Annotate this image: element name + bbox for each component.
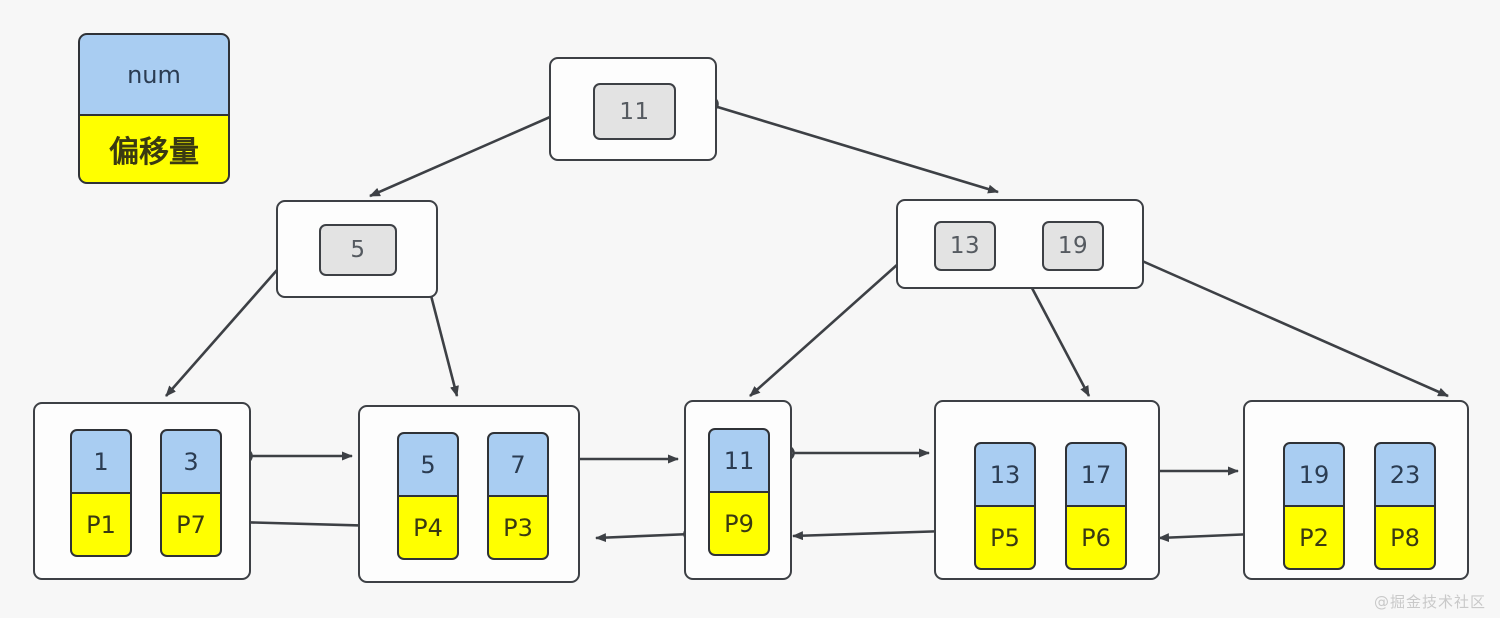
root-node[interactable]: 11 [549,57,717,161]
internal-right-key-cell-1: 19 [1042,221,1104,271]
legend: num 偏移量 [78,33,230,184]
edge-leaf-3-prev [595,532,692,543]
legend-offset-label: 偏移量 [109,135,199,170]
watermark: @掘金技术社区 [1373,593,1486,611]
leaf-3-entry-0-offset: P9 [708,492,770,556]
internal-right-key-cell-0: 13 [934,221,996,271]
leaf-5-offset-0: P2 [1299,523,1329,552]
leaf-4-offset-0: P5 [990,523,1020,552]
leaf-5-entry-1: 23 P8 [1374,442,1436,570]
leaf-2-num-1: 7 [510,450,526,479]
leaf-node-3[interactable]: 11 P9 [684,400,792,580]
leaf-1-entry-0: 1 P1 [70,429,132,557]
edge-root-to-right-internal [710,103,999,194]
leaf-node-2[interactable]: 5 P4 7 P3 [358,405,580,583]
leaf-5-entry-0-num: 19 [1283,442,1345,506]
leaf-2-entry-0: 5 P4 [397,432,459,560]
edge-leaf-5-prev [1158,532,1255,543]
leaf-4-num-1: 17 [1080,460,1112,489]
internal-right-key-0: 13 [949,233,981,259]
leaf-2-offset-1: P3 [503,513,533,542]
internal-left-key-cell-0: 5 [319,224,397,276]
leaf-4-offset-1: P6 [1081,523,1111,552]
leaf-2-entry-1: 7 P3 [487,432,549,560]
leaf-5-num-0: 19 [1298,460,1330,489]
leaf-1-entry-1-num: 3 [160,429,222,493]
leaf-3-num-0: 11 [723,446,755,475]
leaf-1-num-1: 3 [183,447,199,476]
leaf-4-num-0: 13 [989,460,1021,489]
edge-left-internal-to-leaf-1 [165,252,293,397]
legend-num-cell: num [78,33,230,115]
root-key-cell-0: 11 [593,83,676,140]
leaf-5-entry-0-offset: P2 [1283,506,1345,570]
leaf-4-entry-1-num: 17 [1065,442,1127,506]
leaf-node-5[interactable]: 19 P2 23 P8 [1243,400,1469,580]
leaf-4-entry-0-offset: P5 [974,506,1036,570]
leaf-1-entry-1-offset: P7 [160,493,222,557]
edge-right-internal-to-leaf-5 [1123,251,1449,398]
leaf-4-entry-1: 17 P6 [1065,442,1127,570]
leaf-1-num-0: 1 [93,447,109,476]
leaf-1-offset-1: P7 [176,510,206,539]
internal-left-key-0: 5 [350,237,366,263]
leaf-node-4[interactable]: 13 P5 17 P6 [934,400,1160,580]
leaf-1-entry-1: 3 P7 [160,429,222,557]
leaf-2-entry-1-offset: P3 [487,496,549,560]
leaf-2-entry-0-offset: P4 [397,496,459,560]
root-key-0: 11 [619,98,650,125]
leaf-2-offset-0: P4 [413,513,443,542]
edge-leaf-4-prev [792,529,948,541]
legend-num-label: num [127,60,181,89]
leaf-3-offset-0: P9 [724,509,754,538]
edge-right-internal-to-leaf-3 [749,255,908,397]
leaf-node-1[interactable]: 1 P1 3 P7 [33,402,251,580]
leaf-5-num-1: 23 [1389,460,1421,489]
leaf-5-entry-1-offset: P8 [1374,506,1436,570]
leaf-2-entry-0-num: 5 [397,432,459,496]
leaf-4-entry-1-offset: P6 [1065,506,1127,570]
leaf-1-entry-0-num: 1 [70,429,132,493]
leaf-1-offset-0: P1 [86,510,116,539]
leaf-4-entry-0-num: 13 [974,442,1036,506]
internal-right-key-1: 19 [1057,233,1089,259]
edge-right-internal-to-leaf-4 [1021,270,1091,397]
leaf-2-entry-1-num: 7 [487,432,549,496]
legend-offset-cell: 偏移量 [78,115,230,184]
leaf-2-num-0: 5 [420,450,436,479]
leaf-5-entry-0: 19 P2 [1283,442,1345,570]
leaf-3-entry-0: 11 P9 [708,428,770,556]
edge-root-to-left-internal [369,108,567,198]
leaf-3-entry-0-num: 11 [708,428,770,492]
leaf-5-offset-1: P8 [1390,523,1420,552]
leaf-1-entry-0-offset: P1 [70,493,132,557]
leaf-4-entry-0: 13 P5 [974,442,1036,570]
internal-node-left[interactable]: 5 [276,200,438,298]
leaf-5-entry-1-num: 23 [1374,442,1436,506]
internal-node-right[interactable]: 13 19 [896,199,1144,289]
